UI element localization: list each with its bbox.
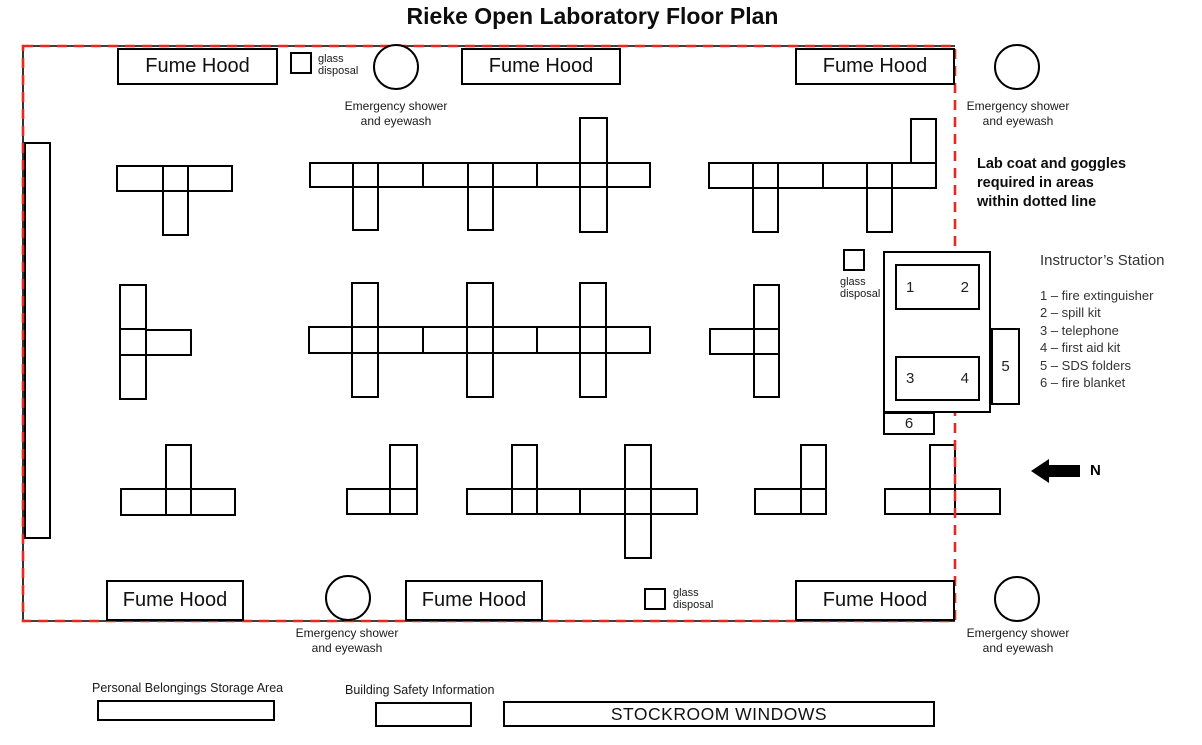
north-label: N xyxy=(1090,462,1101,479)
legend-item: 2 – spill kit xyxy=(1040,305,1101,321)
page-title: Rieke Open Laboratory Floor Plan xyxy=(406,3,779,29)
building-safety-label: Building Safety Information xyxy=(345,683,495,697)
legend-item: 1 – fire extinguisher xyxy=(1040,288,1154,303)
fume-hood-bottom-left: Fume Hood xyxy=(106,580,244,621)
instructor-station-box-5: 5 xyxy=(991,328,1020,405)
bench-segment xyxy=(579,117,608,233)
glass-disposal-label: glass disposal xyxy=(840,276,881,300)
emergency-shower-icon-bottom-left xyxy=(325,575,371,621)
bench-segment xyxy=(511,444,538,490)
station-item-6: 6 xyxy=(904,415,914,432)
bench-segment xyxy=(162,190,189,236)
bench-segment xyxy=(308,326,651,354)
emergency-shower-label: Emergency shower and eyewash xyxy=(966,99,1070,128)
fume-hood-top-middle: Fume Hood xyxy=(461,48,621,85)
north-arrow-icon xyxy=(1031,459,1080,483)
instructor-station-box-1-2: 1 2 xyxy=(895,264,980,310)
bench-segment xyxy=(116,165,233,192)
bench-row1-right xyxy=(708,118,937,233)
bench-row1-left xyxy=(116,165,233,236)
instructor-station-box-3-4: 3 4 xyxy=(895,356,980,401)
bench-row2-left xyxy=(119,284,192,400)
bench-segment xyxy=(466,488,698,515)
bench-segment xyxy=(120,488,236,516)
bench-row3-right-l-shape xyxy=(754,444,827,515)
ppe-requirement-note: Lab coat and goggles required in areas w… xyxy=(977,156,1127,210)
fume-hood-label: Fume Hood xyxy=(421,589,527,611)
fume-hood-label: Fume Hood xyxy=(822,589,928,611)
left-wall-counter xyxy=(24,142,51,539)
bench-row1-middle xyxy=(309,117,651,233)
instructor-station-box-6: 6 xyxy=(883,412,935,435)
bench-segment xyxy=(145,329,192,356)
emergency-shower-icon-top-right xyxy=(994,44,1040,90)
bench-row2-right xyxy=(709,284,780,398)
fume-hood-top-left: Fume Hood xyxy=(117,48,278,85)
bench-segment xyxy=(624,444,652,559)
bench-segment xyxy=(579,282,607,398)
bench-row3-left-l-shape xyxy=(346,444,418,515)
glass-disposal-bin-station xyxy=(843,249,865,271)
bench-segment xyxy=(929,444,956,490)
fume-hood-label: Fume Hood xyxy=(122,589,228,611)
stockroom-windows-label: STOCKROOM WINDOWS xyxy=(610,703,828,724)
emergency-shower-label: Emergency shower and eyewash xyxy=(344,99,448,128)
legend-item: 3 – telephone xyxy=(1040,322,1119,338)
fume-hood-top-right: Fume Hood xyxy=(795,48,955,85)
station-legend: 1 – fire extinguisher 2 – spill kit 3 – … xyxy=(1040,287,1153,391)
legend-item: 6 – fire blanket xyxy=(1040,375,1126,391)
bench-row2-middle xyxy=(308,282,651,398)
glass-disposal-bin-bottom xyxy=(644,588,666,610)
glass-disposal-label: glass disposal xyxy=(673,587,714,611)
bench-segment xyxy=(800,444,827,490)
bench-segment xyxy=(467,186,494,231)
bench-segment xyxy=(309,162,651,188)
bench-segment xyxy=(709,328,755,355)
bench-row3-middle xyxy=(466,444,698,559)
bench-segment xyxy=(910,118,937,164)
ppe-boundary-dashed-line xyxy=(21,44,957,623)
station-item-4: 4 xyxy=(960,370,969,387)
bench-segment xyxy=(884,488,1001,515)
legend-item: 4 – first aid kit xyxy=(1040,340,1121,356)
bench-segment xyxy=(753,284,780,398)
fume-hood-bottom-middle: Fume Hood xyxy=(405,580,543,621)
station-item-2: 2 xyxy=(960,278,969,296)
bench-segment xyxy=(351,282,379,398)
bench-row3-right xyxy=(884,444,1001,515)
instructor-station-title: Instructor’s Station xyxy=(1040,252,1165,269)
bench-segment xyxy=(866,187,893,233)
personal-storage-label: Personal Belongings Storage Area xyxy=(92,681,284,695)
stockroom-windows-box: STOCKROOM WINDOWS xyxy=(503,701,935,727)
personal-storage-box xyxy=(97,700,275,721)
bench-segment xyxy=(389,444,418,490)
bench-row3-left xyxy=(120,444,236,516)
bench-segment xyxy=(165,444,192,490)
emergency-shower-icon-top-left xyxy=(373,44,419,90)
station-item-3: 3 xyxy=(906,370,915,387)
bench-segment xyxy=(752,187,779,233)
emergency-shower-label: Emergency shower and eyewash xyxy=(295,626,399,655)
glass-disposal-bin-top xyxy=(290,52,312,74)
fume-hood-label: Fume Hood xyxy=(488,55,594,77)
glass-disposal-label: glass disposal xyxy=(318,53,359,77)
bench-segment xyxy=(754,488,827,515)
emergency-shower-icon-bottom-right xyxy=(994,576,1040,622)
bench-segment xyxy=(352,186,379,231)
legend-item: 5 – SDS folders xyxy=(1040,357,1132,373)
station-item-1: 1 xyxy=(906,278,915,296)
bench-segment xyxy=(466,282,494,398)
emergency-shower-label: Emergency shower and eyewash xyxy=(966,626,1070,655)
fume-hood-label: Fume Hood xyxy=(822,55,928,77)
fume-hood-label: Fume Hood xyxy=(145,55,250,77)
fume-hood-bottom-right: Fume Hood xyxy=(795,580,955,621)
building-safety-box xyxy=(375,702,472,727)
station-item-5: 5 xyxy=(1001,358,1010,375)
bench-segment xyxy=(119,284,147,400)
bench-segment xyxy=(346,488,418,515)
